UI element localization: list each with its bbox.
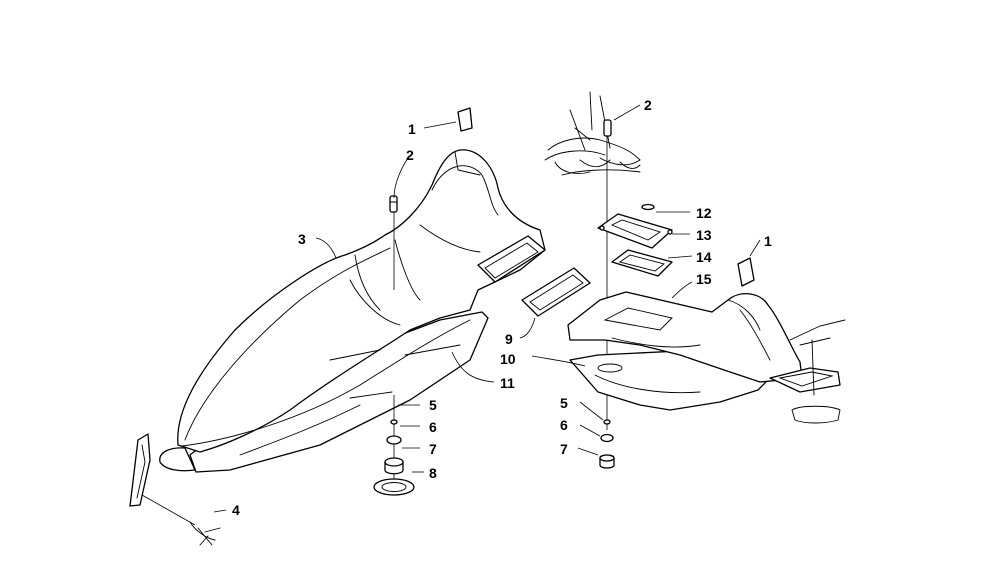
hardware-stack-left — [373, 395, 415, 496]
callout-3: 3 — [298, 231, 306, 247]
bolt-left — [389, 195, 398, 213]
callout-1-right: 1 — [764, 233, 772, 249]
callout-1-left: 1 — [408, 121, 416, 137]
rivet — [641, 203, 655, 211]
callout-10: 10 — [500, 351, 516, 367]
callout-12: 12 — [696, 205, 712, 221]
callout-2-left: 2 — [406, 147, 414, 163]
callout-4: 4 — [232, 502, 240, 518]
callout-14: 14 — [696, 249, 712, 265]
callout-13: 13 — [696, 227, 712, 243]
gasket-upper — [611, 249, 673, 277]
handlebar-phantom — [544, 91, 641, 176]
callout-5-right: 5 — [560, 395, 568, 411]
hardware-stack-right — [599, 419, 615, 469]
plate — [597, 213, 673, 249]
callout-15: 15 — [696, 271, 712, 287]
console-housing — [567, 291, 803, 383]
callout-8: 8 — [429, 465, 437, 481]
callout-6-left: 6 — [429, 419, 437, 435]
leader-lines — [213, 104, 761, 513]
callout-7-right: 7 — [560, 441, 568, 457]
callout-2-right: 2 — [644, 97, 652, 113]
callout-5-left: 5 — [429, 397, 437, 413]
pad-left — [457, 107, 473, 132]
pad-right — [737, 257, 755, 287]
gasket — [521, 267, 591, 317]
callout-9: 9 — [505, 331, 513, 347]
callout-11: 11 — [500, 375, 515, 391]
rear-phantom — [769, 319, 846, 424]
bracket-clip — [129, 433, 221, 546]
callout-6-right: 6 — [560, 417, 568, 433]
callout-7-left: 7 — [429, 441, 437, 457]
seat-body — [177, 149, 546, 453]
callouts: 1 2 3 4 5 6 7 8 9 10 11 2 12 13 14 15 1 … — [232, 97, 772, 518]
seat-assembly — [159, 149, 546, 473]
